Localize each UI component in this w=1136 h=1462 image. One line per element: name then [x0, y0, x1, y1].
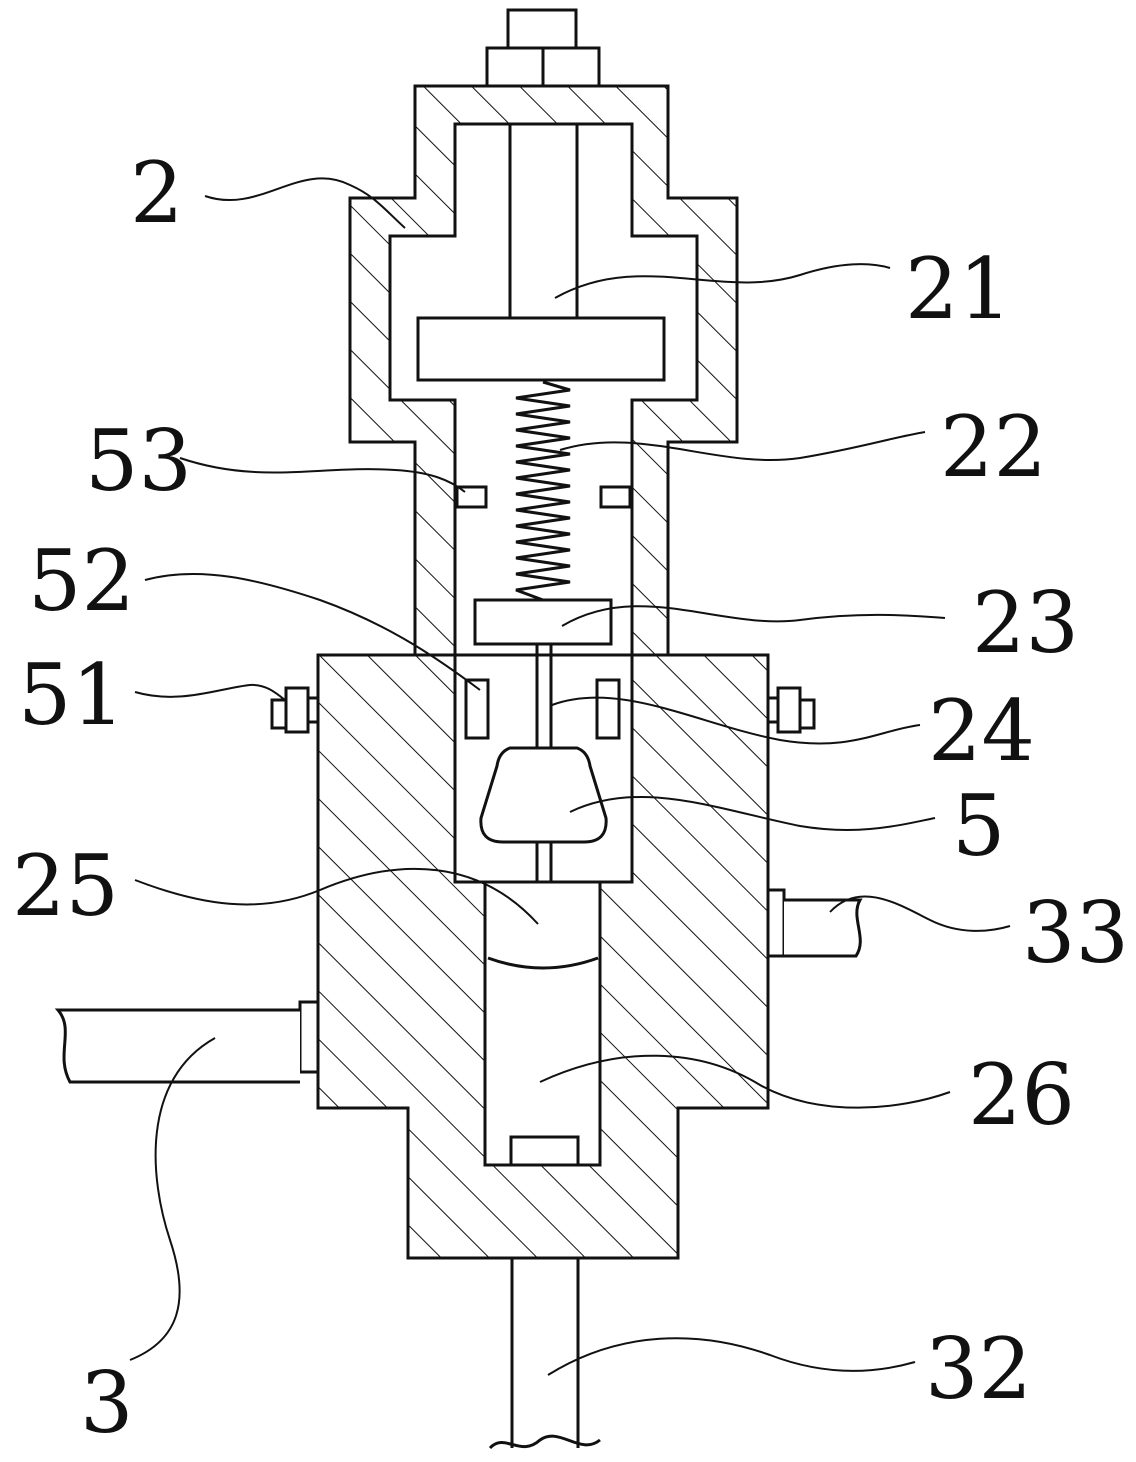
leader-lines	[129, 177, 1011, 1376]
left-pipe	[54, 1000, 320, 1084]
label-53: 53	[85, 412, 192, 510]
leader-3	[129, 1037, 216, 1361]
leader-5	[569, 795, 936, 831]
leader-52	[144, 572, 481, 691]
label-25: 25	[12, 837, 119, 935]
inner-cylinder	[483, 880, 602, 1167]
label-21: 21	[905, 240, 1012, 338]
side-bolts	[270, 686, 816, 734]
leader-22	[559, 431, 926, 462]
valve-rod	[535, 644, 553, 882]
plunger-stem	[508, 124, 579, 318]
label-22: 22	[940, 398, 1047, 496]
leader-51	[134, 683, 286, 701]
right-pipe	[766, 888, 863, 958]
label-5: 5	[952, 777, 1005, 875]
label-23: 23	[972, 574, 1079, 672]
top-bolt	[485, 8, 601, 88]
leader-2	[204, 177, 406, 229]
leader-53	[179, 457, 466, 493]
leader-26	[539, 1054, 951, 1109]
leader-24	[551, 696, 921, 745]
leader-21	[554, 263, 891, 299]
label-51: 51	[18, 646, 125, 744]
reference-labels: 2 21 22 53 52 23 51 24 5 25 33 26 32 3	[12, 144, 1129, 1452]
seal-curve	[487, 956, 599, 970]
valve-head	[479, 746, 608, 844]
bottom-pipe	[488, 1258, 601, 1450]
stopper-blocks	[464, 678, 621, 740]
label-3: 3	[80, 1354, 133, 1452]
label-32: 32	[925, 1320, 1032, 1418]
lower-plate	[473, 598, 613, 646]
label-2: 2	[130, 144, 183, 242]
label-33: 33	[1022, 884, 1129, 982]
leader-33	[829, 895, 1011, 932]
spring	[515, 380, 571, 602]
plunger-plate	[416, 316, 666, 382]
label-24: 24	[928, 682, 1035, 780]
label-52: 52	[28, 532, 135, 630]
leader-32	[547, 1337, 916, 1376]
leader-25	[134, 867, 539, 925]
label-26: 26	[968, 1046, 1075, 1144]
leader-23	[561, 605, 946, 627]
